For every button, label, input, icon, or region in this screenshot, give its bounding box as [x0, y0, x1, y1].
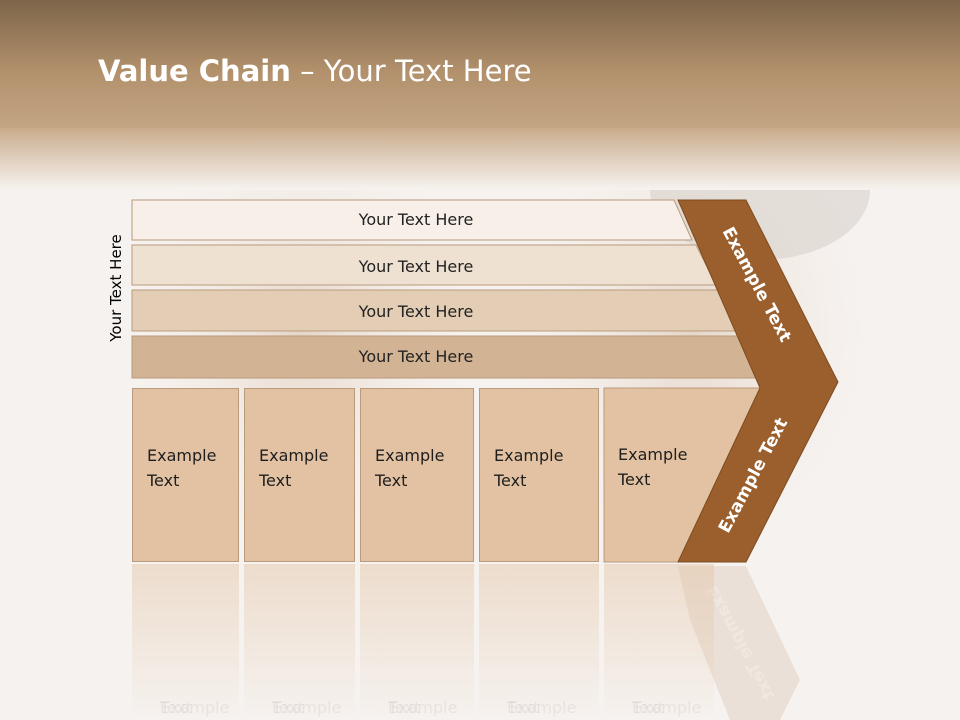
bar-3: Your Text Here: [131, 289, 741, 332]
page-title: Value Chain – Your Text Here: [98, 54, 532, 88]
bar-1-label: Your Text Here: [358, 210, 474, 229]
chevron-reflection: [678, 566, 800, 720]
bar-2: Your Text Here: [131, 244, 717, 286]
bar-1: Your Text Here: [131, 199, 693, 241]
bar-4: Your Text Here: [131, 335, 765, 379]
bar-2-label: Your Text Here: [358, 257, 474, 276]
bar-4-label: Your Text Here: [358, 347, 474, 366]
bar-3-label: Your Text Here: [358, 302, 474, 321]
